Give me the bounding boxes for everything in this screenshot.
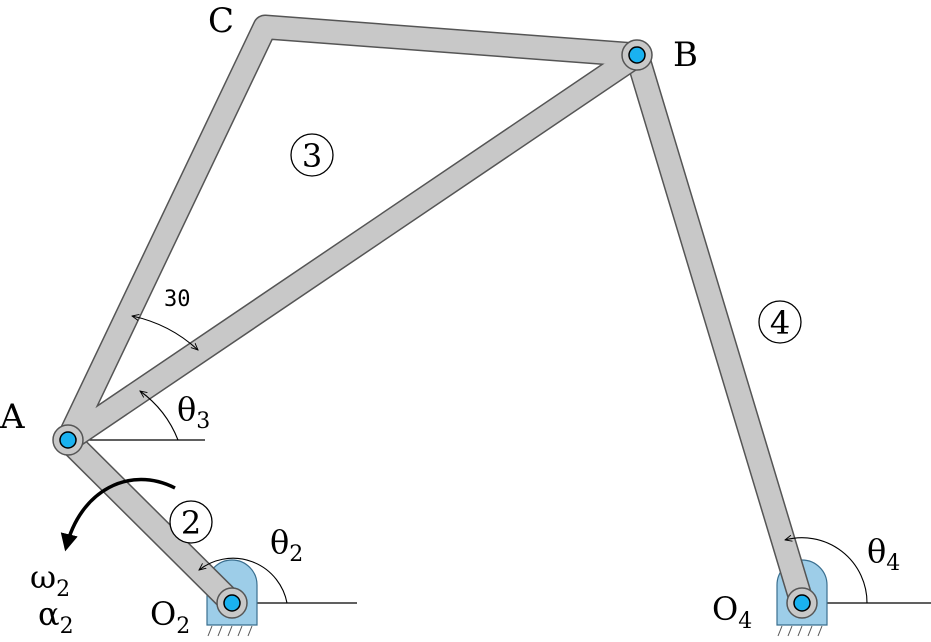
theta3-label: θ3 (177, 390, 210, 434)
link-2-bar (55, 427, 245, 616)
point-c-label: C (208, 1, 234, 41)
pin-o2 (216, 587, 248, 619)
point-a-label: A (0, 397, 25, 437)
theta2-label: θ2 (270, 523, 303, 567)
point-b-label: B (673, 35, 698, 75)
link-2-label: 2 (181, 504, 201, 542)
link-3-badge: 3 (290, 133, 334, 177)
theta2-arc (199, 557, 288, 604)
link-2-badge: 2 (169, 500, 213, 544)
pin-a (52, 424, 84, 456)
link-3-triangle (55, 14, 650, 453)
omega2-rotation-arrow (60, 477, 176, 552)
theta4-arc (785, 538, 868, 604)
theta4-label: θ4 (867, 532, 900, 576)
inner-angle-arc (132, 316, 198, 350)
pin-o4 (786, 587, 818, 619)
point-o2-label: O2 (150, 595, 190, 639)
link-4-bar (624, 42, 815, 616)
omega2-label: ω2 (30, 558, 70, 602)
link-4-badge: 4 (758, 300, 802, 344)
point-o4-label: O4 (712, 590, 752, 634)
alpha2-label: α2 (38, 595, 74, 639)
link-4-label: 4 (770, 304, 790, 342)
inner-angle-label: 30 (164, 287, 191, 312)
pin-b (621, 39, 653, 71)
theta3-arc (140, 391, 179, 441)
link-3-label: 3 (302, 137, 322, 175)
